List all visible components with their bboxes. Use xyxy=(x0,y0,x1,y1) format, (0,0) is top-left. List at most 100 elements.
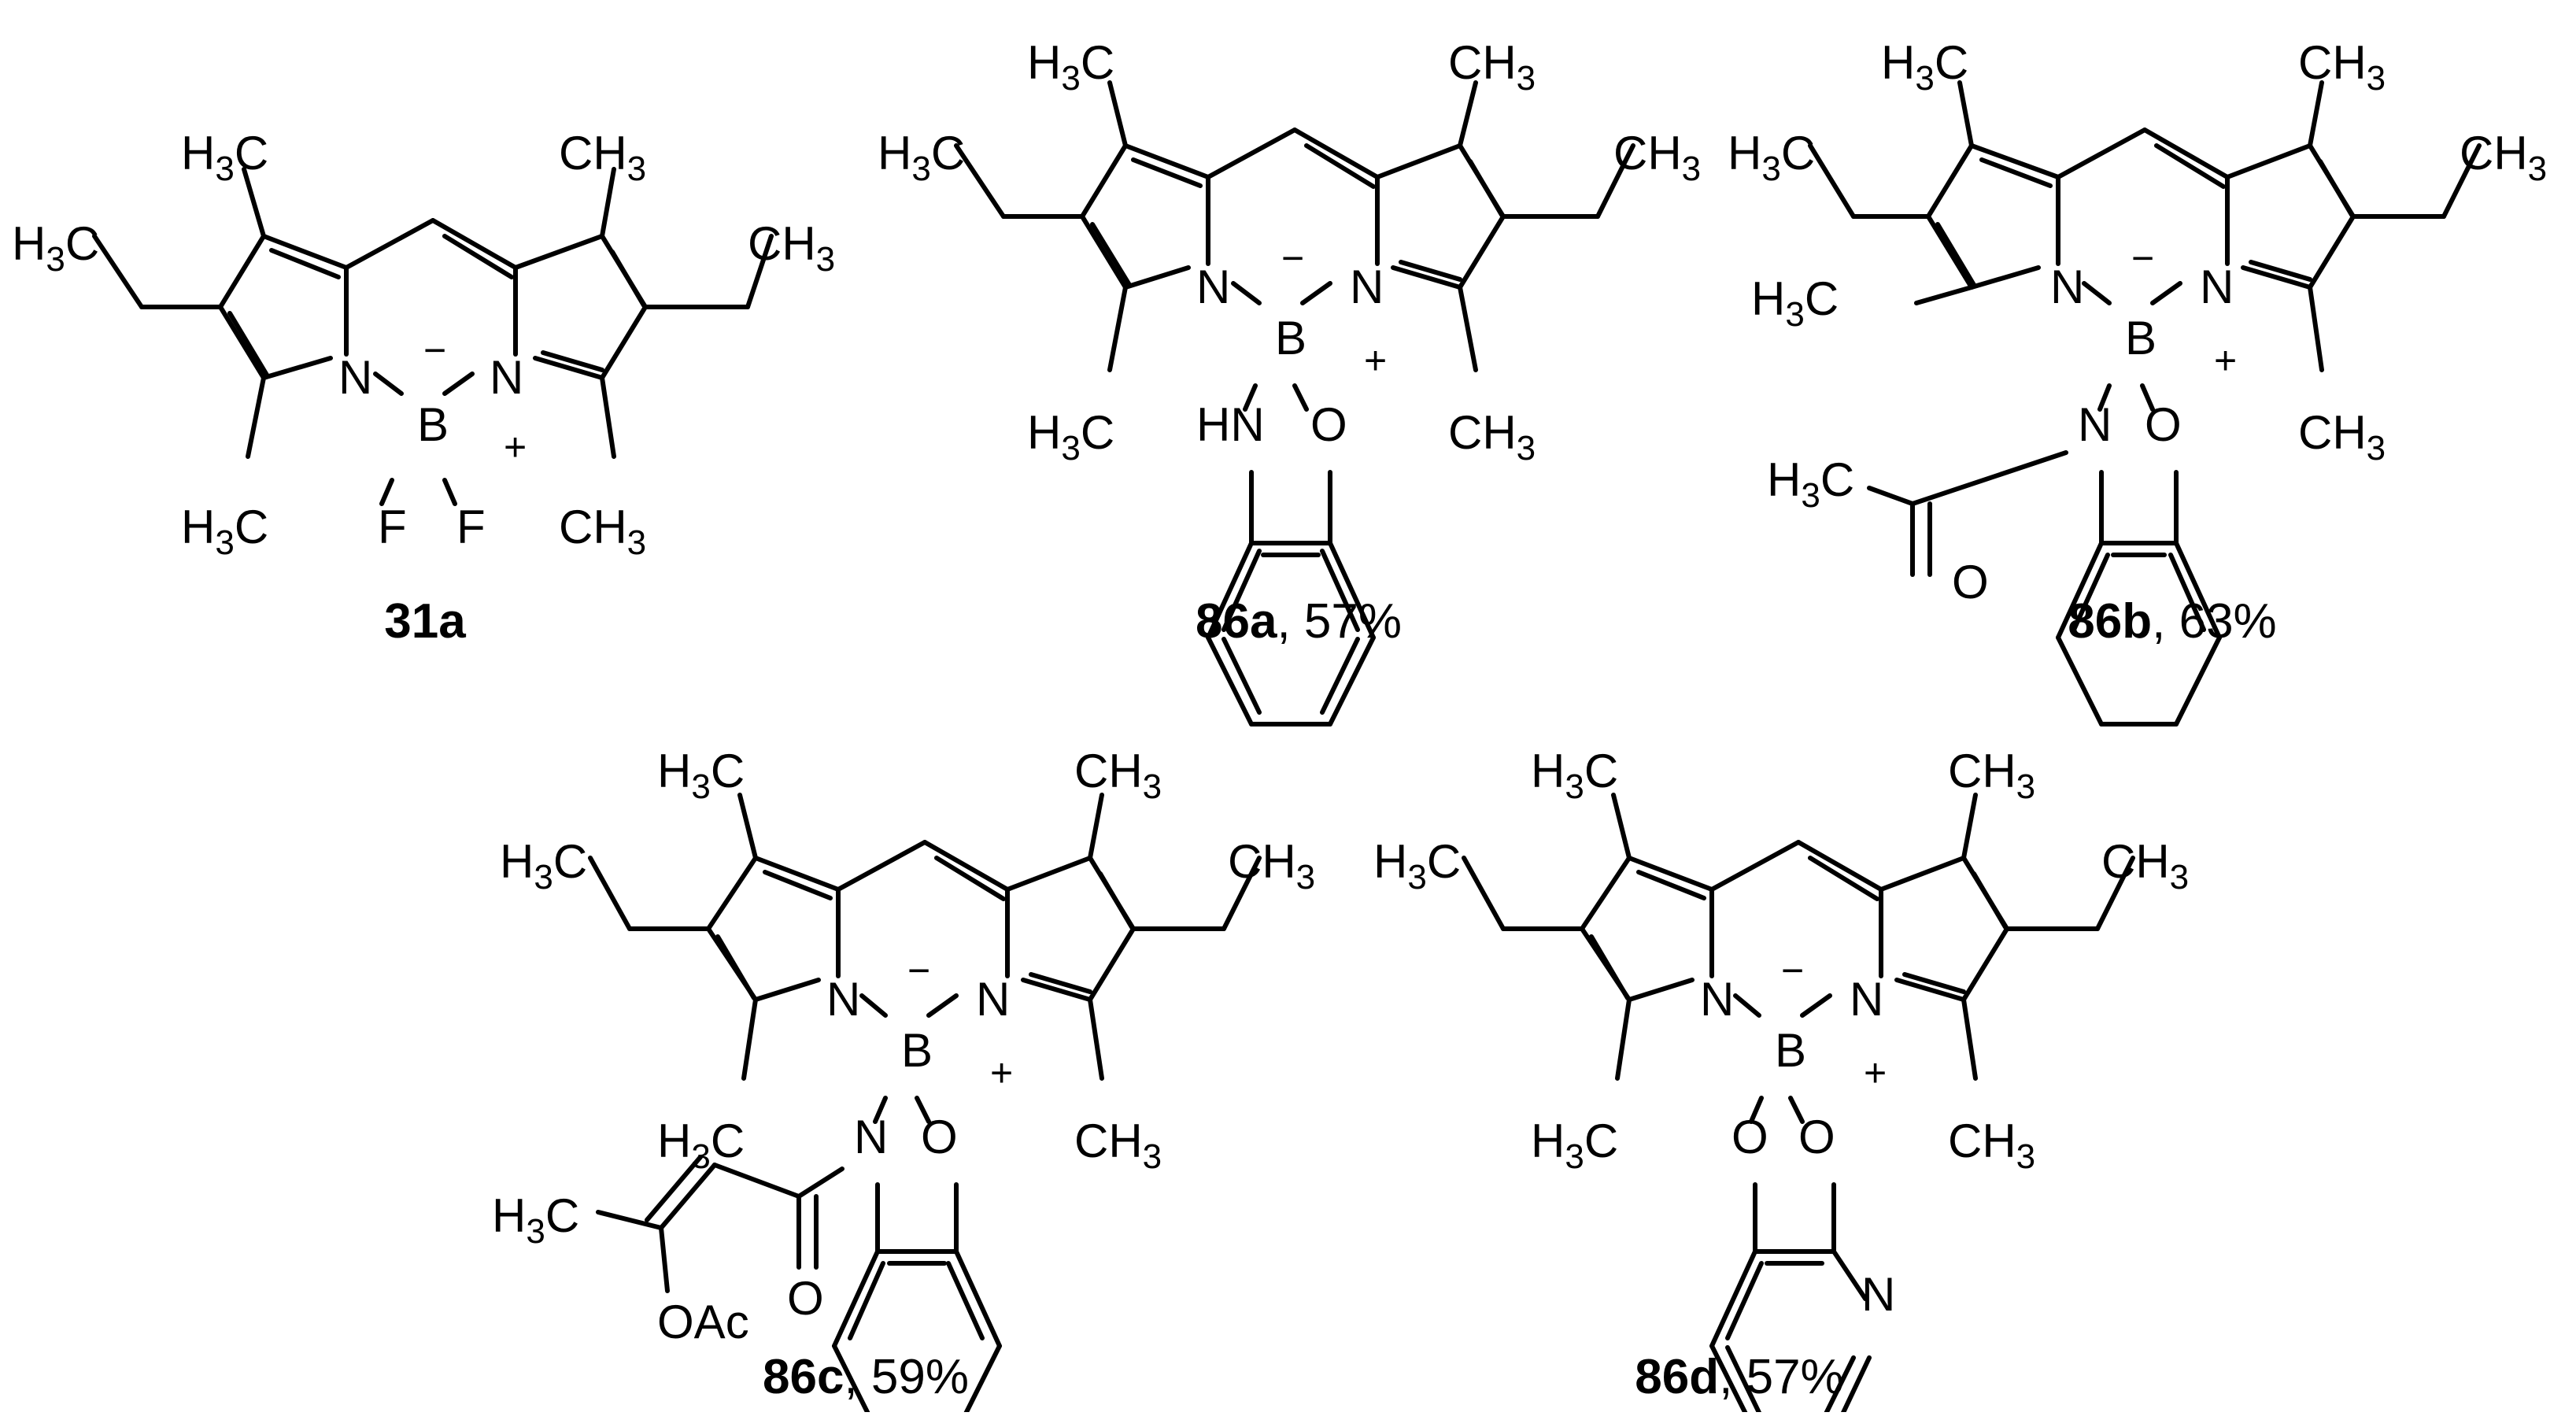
bond xyxy=(1088,793,1104,860)
bond xyxy=(915,1096,931,1124)
bond xyxy=(848,1261,885,1340)
bond xyxy=(1221,549,1262,632)
bond xyxy=(1910,450,2068,506)
bond xyxy=(1021,978,1092,1002)
compound-caption: 86d, 57% xyxy=(1635,1350,1843,1404)
bond xyxy=(261,356,333,380)
bond xyxy=(269,248,341,279)
atom-label: H3C xyxy=(657,1115,745,1176)
bond xyxy=(1709,1344,1750,1416)
atom-label: CH3 xyxy=(1948,1115,2035,1176)
negative-charge: − xyxy=(2131,236,2154,280)
bond xyxy=(1808,143,1856,219)
bond xyxy=(1808,856,1879,901)
bond xyxy=(1580,856,1632,931)
bond xyxy=(227,311,270,379)
bond xyxy=(712,1163,801,1199)
bond xyxy=(1206,541,1254,640)
bond xyxy=(1107,285,1128,372)
bond xyxy=(1979,157,2053,188)
atom-label: CH3 xyxy=(1074,745,1162,806)
bond xyxy=(2174,541,2222,640)
bond xyxy=(2140,383,2155,412)
bond xyxy=(659,1226,670,1293)
atom-label: N xyxy=(490,351,523,404)
atom-label: O xyxy=(921,1111,958,1163)
bond xyxy=(954,1249,1002,1348)
bond xyxy=(1399,260,1462,282)
bond xyxy=(2308,285,2324,372)
bond xyxy=(1972,871,2008,930)
bond xyxy=(1961,997,1978,1081)
bond xyxy=(2072,553,2110,632)
bond xyxy=(1595,143,1635,219)
atom-label: N xyxy=(1700,973,1734,1026)
bond xyxy=(1957,80,1974,148)
bond xyxy=(1926,143,1974,219)
bond xyxy=(926,993,959,1018)
bond xyxy=(934,856,1006,901)
bond xyxy=(2225,143,2312,179)
bond xyxy=(1839,1355,1872,1416)
atom-label: N xyxy=(854,1111,888,1163)
bond xyxy=(1391,265,1462,290)
negative-charge: − xyxy=(1281,236,1304,280)
atom-label: CH3 xyxy=(2101,835,2189,897)
bond xyxy=(1733,993,1761,1018)
bond xyxy=(1206,635,1254,726)
bond-lines xyxy=(1808,80,2482,726)
bond xyxy=(737,793,758,860)
bond xyxy=(1328,635,1376,726)
bond xyxy=(796,1166,844,1199)
bond xyxy=(2056,635,2104,726)
compound-id: 86c xyxy=(763,1350,844,1404)
atom-label: N xyxy=(2050,261,2084,313)
bond xyxy=(1090,222,1132,287)
bond xyxy=(92,234,144,309)
bond xyxy=(859,993,888,1018)
bond xyxy=(513,234,604,270)
bond xyxy=(1462,856,1506,931)
atom-label: N xyxy=(1850,973,1883,1026)
positive-charge: + xyxy=(2214,338,2237,383)
atom-label: N xyxy=(826,973,860,1026)
compound-caption: 86b, 63% xyxy=(2068,594,2276,649)
negative-charge: − xyxy=(423,328,446,372)
bond xyxy=(1914,285,1974,305)
atom-label: O xyxy=(1952,556,1989,608)
bond xyxy=(1458,214,1506,290)
atom-label: H3C xyxy=(878,127,965,188)
atom-label: N xyxy=(2200,261,2234,313)
bond xyxy=(1080,143,1128,219)
bond xyxy=(344,218,435,270)
atom-label: O xyxy=(1798,1111,1835,1163)
bond xyxy=(541,350,604,372)
bond xyxy=(2308,214,2356,290)
atom-label: F xyxy=(378,501,407,553)
bond xyxy=(431,218,518,270)
atom-label: H3C xyxy=(500,835,587,897)
bond xyxy=(1375,143,1462,179)
bond xyxy=(1709,840,1801,892)
bond xyxy=(218,305,266,380)
bond-lines xyxy=(954,80,1635,726)
bond xyxy=(659,1163,717,1230)
bond xyxy=(2308,80,2324,148)
bond xyxy=(645,1155,703,1222)
atom-label: O xyxy=(1310,398,1347,451)
bond xyxy=(600,167,616,238)
bond xyxy=(246,375,266,459)
atom-label: F xyxy=(456,501,486,553)
compound-caption: 86a, 57% xyxy=(1196,594,1402,649)
atom-label: O xyxy=(787,1272,824,1325)
bond xyxy=(1636,870,1706,900)
positive-charge: + xyxy=(1864,1051,1887,1095)
bond xyxy=(954,143,1006,219)
compound-yield: , 57% xyxy=(1719,1350,1844,1404)
bond xyxy=(1458,285,1478,372)
bond xyxy=(1725,1261,1764,1340)
bond xyxy=(442,478,457,506)
bond xyxy=(1796,840,1883,892)
